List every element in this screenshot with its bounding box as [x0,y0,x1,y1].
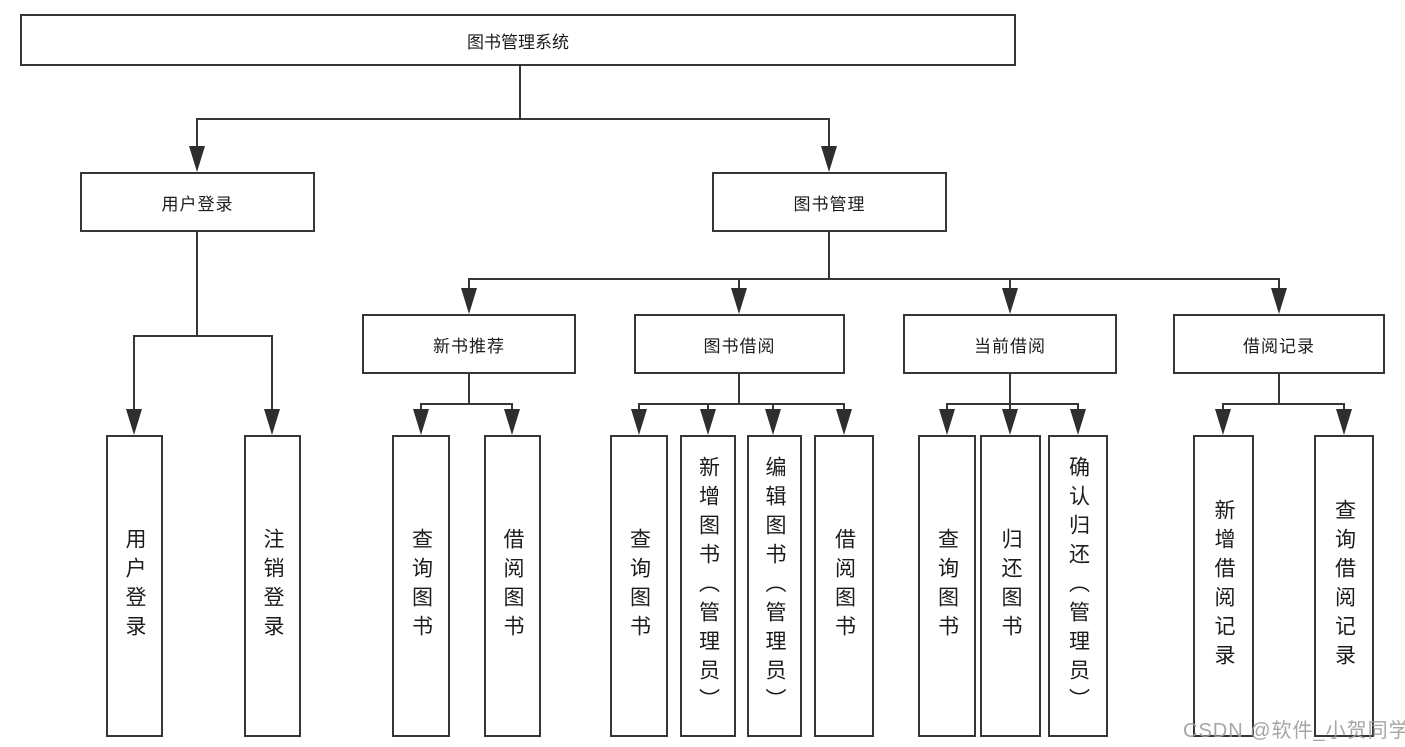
connector-current-borrow-child3-stem [1077,403,1079,411]
arrowhead-to-leaf-add-borrow-record [1215,409,1231,435]
connector-root-right-stem [828,118,830,152]
connector-to-book-borrow-stem [738,278,740,292]
node-current-borrow: 当前借阅 [903,314,1117,374]
node-book-borrow: 图书借阅 [634,314,845,374]
node-book-management: 图书管理 [712,172,947,232]
connector-book-borrow-child4-stem [843,403,845,411]
leaf-borrow-books-recommend-label: 借阅图书 [501,528,524,644]
node-library-management-system-label: 图书管理系统 [467,32,569,52]
leaf-edit-books-admin-label: 编辑图书（管理员） [763,455,786,717]
node-new-book-recommend-label: 新书推荐 [433,336,505,356]
leaf-query-books-recommend: 查询图书 [392,435,450,737]
connector-borrow-records-child1-stem [1222,403,1224,411]
leaf-confirm-return-admin-label: 确认归还（管理员） [1066,455,1090,717]
connector-user-login-bus [133,335,273,337]
leaf-confirm-return-admin: 确认归还（管理员） [1048,435,1108,737]
connector-new-book-child1-stem [420,403,422,411]
leaf-query-books-recommend-label: 查询图书 [409,528,433,644]
node-borrow-records-label: 借阅记录 [1243,336,1315,356]
connector-root-stem [519,66,521,120]
connector-to-new-book-stem [468,278,470,292]
arrowhead-to-leaf-user-login [126,409,142,435]
leaf-query-books-current-label: 查询图书 [935,528,959,644]
leaf-query-books-borrow-label: 查询图书 [627,528,651,644]
connector-new-book-child2-stem [511,403,513,411]
arrowhead-to-leaf-query-books-recommend [413,409,429,435]
connector-current-borrow-bus [946,403,1079,405]
connector-root-bus [196,118,830,120]
connector-book-borrow-child3-stem [772,403,774,411]
leaf-add-books-admin: 新增图书（管理员） [680,435,736,737]
connector-book-borrow-bus [638,403,845,405]
connector-new-book-stem [468,372,470,405]
arrowhead-to-leaf-add-books-admin [700,409,716,435]
leaf-return-books-label: 归还图书 [999,528,1022,644]
connector-new-book-bus [420,403,513,405]
node-user-login: 用户登录 [80,172,315,232]
leaf-query-borrow-record-label: 查询借阅记录 [1332,499,1356,673]
connector-book-borrow-stem2 [738,372,740,405]
connector-book-management-stem [828,230,830,280]
arrowhead-to-leaf-return-books [1002,409,1018,435]
connector-user-login-stem [196,230,198,337]
leaf-edit-books-admin: 编辑图书（管理员） [747,435,802,737]
connector-current-borrow-stem2 [1009,372,1011,405]
arrowhead-to-leaf-query-books-current [939,409,955,435]
connector-book-borrow-child1-stem [638,403,640,411]
leaf-user-login-label: 用户登录 [123,528,146,644]
leaf-borrow-books-recommend: 借阅图书 [484,435,541,737]
leaf-logout-label: 注销登录 [261,528,284,644]
csdn-watermark: CSDN @软件_小贺同学 [1183,720,1405,742]
leaf-return-books: 归还图书 [980,435,1041,737]
connector-root-left-stem [196,118,198,152]
connector-to-borrow-records-stem [1278,278,1280,292]
leaf-add-books-admin-label: 新增图书（管理员） [696,455,720,717]
arrowhead-to-leaf-borrow-books [836,409,852,435]
leaf-query-books-borrow: 查询图书 [610,435,668,737]
node-current-borrow-label: 当前借阅 [974,336,1046,356]
arrowhead-to-leaf-edit-books-admin [765,409,781,435]
leaf-add-borrow-record: 新增借阅记录 [1193,435,1254,737]
node-library-management-system: 图书管理系统 [20,14,1016,66]
leaf-borrow-books-label: 借阅图书 [832,528,856,644]
leaf-logout: 注销登录 [244,435,301,737]
arrowhead-to-new-book-recommend [461,288,477,314]
node-new-book-recommend: 新书推荐 [362,314,576,374]
arrowhead-to-borrow-records [1271,288,1287,314]
connector-current-borrow-child2-stem [1009,403,1011,411]
leaf-user-login: 用户登录 [106,435,163,737]
connector-user-login-child1-stem [133,335,135,413]
node-user-login-label: 用户登录 [161,194,234,214]
connector-to-current-borrow-stem [1009,278,1011,292]
arrowhead-to-leaf-borrow-books-recommend [504,409,520,435]
connector-user-login-child2-stem [271,335,273,413]
leaf-add-borrow-record-label: 新增借阅记录 [1212,499,1235,673]
connector-borrow-records-stem2 [1278,372,1280,405]
arrowhead-to-leaf-confirm-return [1070,409,1086,435]
connector-book-management-bus [468,278,1280,280]
arrowhead-to-book-borrow [731,288,747,314]
connector-current-borrow-child1-stem [946,403,948,411]
node-book-borrow-label: 图书借阅 [703,336,776,356]
node-book-management-label: 图书管理 [793,194,866,214]
arrowhead-to-leaf-logout [264,409,280,435]
leaf-query-books-current: 查询图书 [918,435,976,737]
connector-book-borrow-child2-stem [707,403,709,411]
connector-borrow-records-bus [1222,403,1345,405]
arrowhead-to-book-management [821,146,837,172]
leaf-query-borrow-record: 查询借阅记录 [1314,435,1374,737]
arrowhead-to-leaf-query-books-borrow [631,409,647,435]
connector-borrow-records-child2-stem [1343,403,1345,411]
node-borrow-records: 借阅记录 [1173,314,1385,374]
arrowhead-to-current-borrow [1002,288,1018,314]
arrowhead-to-leaf-query-borrow-record [1336,409,1352,435]
arrowhead-to-user-login [189,146,205,172]
leaf-borrow-books: 借阅图书 [814,435,874,737]
